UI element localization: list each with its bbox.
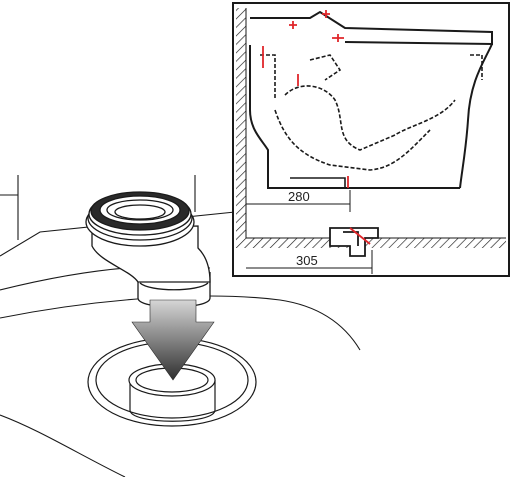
dimension-280-label: 280 (288, 189, 310, 204)
insert-down-arrow (131, 299, 215, 381)
cross-section-inset: 280 305 (232, 2, 510, 277)
dimension-305-label: 305 (296, 253, 318, 268)
outlet-pipe (329, 227, 379, 257)
toilet-profile (249, 10, 493, 189)
offset-flange-adapter (85, 191, 211, 308)
dimension-lines (246, 190, 373, 274)
floor-drain (87, 337, 257, 427)
